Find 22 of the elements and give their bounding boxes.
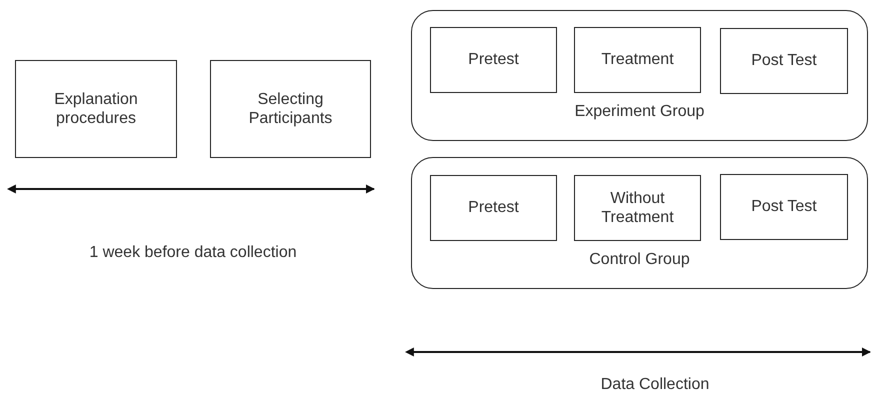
box-text: Pretest [467, 50, 520, 70]
box-text: Without Treatment [600, 188, 675, 228]
process-box [720, 28, 848, 94]
group-panel [411, 157, 868, 289]
process-box [720, 174, 848, 240]
caption-text: 1 week before data collection [89, 244, 297, 262]
process-box [430, 175, 557, 241]
box-text: Pretest [467, 198, 520, 218]
caption-text: Data Collection [600, 376, 710, 394]
group-heading: Control Group [589, 251, 690, 268]
process-box [574, 175, 701, 241]
group-panel [411, 10, 868, 141]
box-text: Selecting Participants [248, 90, 334, 128]
box-text: Treatment [600, 50, 675, 70]
group-heading: Experiment Group [574, 103, 704, 120]
process-box [210, 60, 371, 158]
process-box [574, 27, 701, 93]
process-box [430, 27, 557, 93]
box-text: Post Test [750, 197, 818, 217]
process-box [15, 60, 177, 158]
box-text: Post Test [750, 51, 818, 71]
box-text: Explanation procedures [53, 90, 139, 128]
